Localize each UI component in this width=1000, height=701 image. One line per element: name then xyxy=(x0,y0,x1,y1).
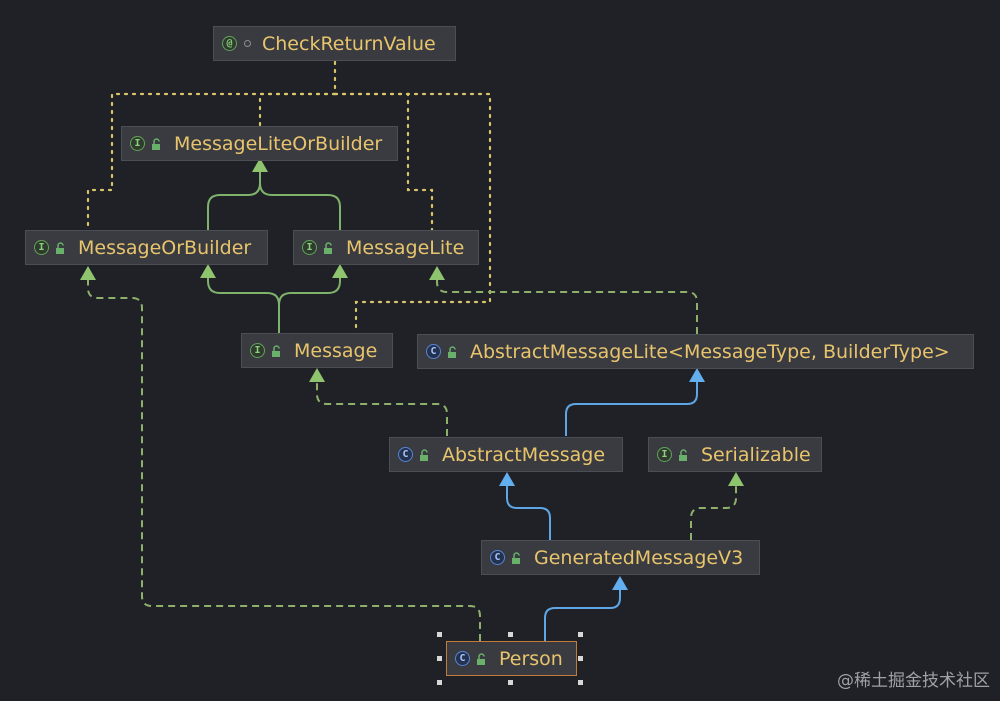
unlocked-padlock-icon xyxy=(477,652,485,665)
class-extends-edges xyxy=(506,382,698,641)
class-icon: C xyxy=(398,447,413,462)
interface-icon: I xyxy=(302,240,317,255)
class-icon: C xyxy=(426,344,441,359)
selection-handle-bottom-center[interactable] xyxy=(508,680,513,685)
node-label: AbstractMessage xyxy=(442,443,606,466)
selection-handle-top-center-left[interactable] xyxy=(508,632,513,637)
interface-implements-edges xyxy=(87,274,737,641)
selection-handle-top-center-right[interactable] xyxy=(578,632,583,637)
arrowhead-aml xyxy=(689,368,705,382)
selection-handle-middle-right[interactable] xyxy=(578,656,583,661)
node-abstract-message-lite[interactable]: C AbstractMessageLite<MessageType, Build… xyxy=(417,334,974,369)
interface-icon: I xyxy=(657,447,672,462)
interface-icon: I xyxy=(130,136,145,151)
selection-handle-top-left[interactable] xyxy=(437,632,442,637)
edge-aml-to-ml xyxy=(436,274,698,334)
interface-extends-edges xyxy=(207,170,341,333)
node-generated-message-v3[interactable]: C GeneratedMessageV3 xyxy=(481,540,760,575)
edge-gmv3-to-serializable xyxy=(690,484,737,540)
edge-am-to-aml xyxy=(565,382,698,436)
node-message-lite[interactable]: I MessageLite xyxy=(293,230,479,265)
edge-am-to-msg xyxy=(316,382,448,436)
unlocked-padlock-icon xyxy=(152,137,160,150)
edge-ml-to-mlob xyxy=(259,170,341,230)
node-message-lite-or-builder[interactable]: I MessageLiteOrBuilder xyxy=(121,126,398,161)
node-message[interactable]: I Message xyxy=(241,333,393,368)
edge-gmv3-to-am xyxy=(506,486,551,540)
node-message-or-builder[interactable]: I MessageOrBuilder xyxy=(25,230,268,265)
node-label: MessageLite xyxy=(346,236,465,259)
selection-handle-bottom-left[interactable] xyxy=(437,680,442,685)
unlocked-padlock-icon xyxy=(324,241,332,254)
node-abstract-message[interactable]: C AbstractMessage xyxy=(389,437,623,472)
arrowhead-mlob xyxy=(252,158,268,172)
arrowhead-am xyxy=(499,472,515,486)
arrowhead-serializable xyxy=(728,472,744,486)
edge-person-to-mob xyxy=(87,278,481,641)
node-label: AbstractMessageLite<MessageType, Builder… xyxy=(470,340,950,363)
unlocked-padlock-icon xyxy=(448,345,456,358)
circle-icon xyxy=(244,40,251,47)
selection-handle-bottom-right[interactable] xyxy=(578,680,583,685)
annotation-icon: @ xyxy=(222,36,237,51)
class-icon: C xyxy=(490,550,505,565)
node-label: CheckReturnValue xyxy=(262,32,436,55)
dependency-edges xyxy=(86,60,492,335)
unlocked-padlock-icon xyxy=(272,344,280,357)
node-check-return-value[interactable]: @ CheckReturnValue xyxy=(213,26,456,61)
arrowhead-mob xyxy=(200,264,216,278)
selection-handle-middle-left[interactable] xyxy=(437,656,442,661)
edge-person-to-gmv3 xyxy=(544,590,621,641)
node-label: Message xyxy=(294,339,378,362)
node-serializable[interactable]: I Serializable xyxy=(648,437,822,472)
unlocked-padlock-icon xyxy=(512,551,520,564)
arrowhead-msg xyxy=(309,368,325,382)
arrowhead-mob-from-person xyxy=(80,266,96,280)
node-label: Person xyxy=(499,647,563,670)
unlocked-padlock-icon xyxy=(420,448,428,461)
edge-mob-to-mlob xyxy=(207,170,261,230)
dep-edge-message xyxy=(333,92,492,335)
node-label: MessageOrBuilder xyxy=(78,236,252,259)
arrow-heads xyxy=(80,158,744,590)
watermark: @稀土掘金技术社区 xyxy=(837,671,990,691)
class-icon: C xyxy=(455,651,470,666)
arrowhead-ml xyxy=(332,264,348,278)
node-person[interactable]: C Person xyxy=(446,641,577,676)
edge-msg-to-mob xyxy=(207,272,280,333)
interface-icon: I xyxy=(34,240,49,255)
node-label: MessageLiteOrBuilder xyxy=(174,132,383,155)
edge-msg-to-ml xyxy=(278,272,341,306)
interface-icon: I xyxy=(250,343,265,358)
dep-edge-message-or-builder xyxy=(86,60,337,232)
arrowhead-ml-from-aml xyxy=(429,266,445,280)
node-label: Serializable xyxy=(701,443,811,466)
dep-edge-message-lite xyxy=(333,92,434,232)
arrowhead-gmv3 xyxy=(612,576,628,590)
unlocked-padlock-icon xyxy=(56,241,64,254)
unlocked-padlock-icon xyxy=(679,448,687,461)
dep-edge-message-lite-or-builder xyxy=(258,92,337,128)
node-label: GeneratedMessageV3 xyxy=(534,546,744,569)
